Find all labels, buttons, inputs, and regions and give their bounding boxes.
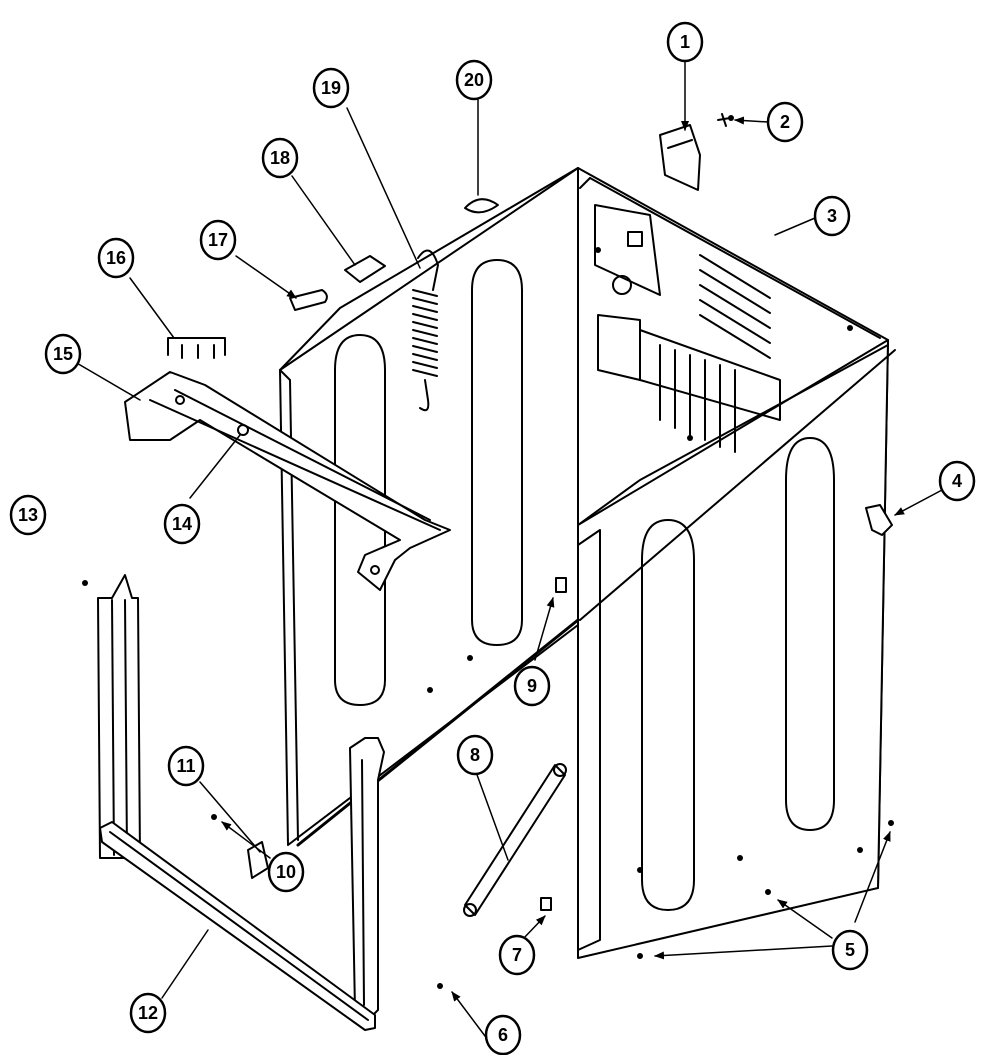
callout-number: 14 <box>172 514 192 534</box>
callout-number: 6 <box>498 1025 508 1045</box>
callout-number: 10 <box>276 862 296 882</box>
screw-group <box>82 115 894 989</box>
callout-number: 15 <box>53 344 73 364</box>
callout-3: 3 <box>813 195 851 237</box>
clip-17 <box>289 289 328 311</box>
callout-circle <box>312 67 350 109</box>
clip-20 <box>464 198 499 214</box>
callout-circle <box>97 237 135 279</box>
callout-number: 20 <box>464 70 484 90</box>
callout-circle <box>766 101 804 143</box>
callout-2: 2 <box>766 101 804 143</box>
callout-6: 6 <box>484 1014 522 1055</box>
callout-number: 5 <box>845 940 855 960</box>
cabinet <box>279 167 896 959</box>
leader-lines <box>74 57 943 1041</box>
callout-16: 16 <box>97 237 135 279</box>
callout-circle <box>163 503 201 545</box>
callout-circle <box>813 195 851 237</box>
callout-circle <box>456 734 494 776</box>
callout-circle <box>44 333 82 375</box>
callout-circle <box>167 745 205 787</box>
callout-number: 18 <box>270 148 290 168</box>
callout-circle <box>129 992 167 1034</box>
callout-circle <box>513 665 551 707</box>
callout-15: 15 <box>44 333 82 375</box>
callout-14: 14 <box>163 503 201 545</box>
callout-number: 1 <box>680 32 690 52</box>
callout-11: 11 <box>167 745 205 787</box>
top-brace <box>124 371 451 591</box>
callout-number: 7 <box>512 945 522 965</box>
bracket-1 <box>659 124 701 191</box>
callout-13: 13 <box>9 494 47 536</box>
callout-circle <box>267 851 305 893</box>
callout-number: 16 <box>106 248 126 268</box>
callout-number: 8 <box>470 745 480 765</box>
callout-number: 13 <box>18 505 38 525</box>
callout-number: 9 <box>527 676 537 696</box>
callout-10: 10 <box>267 851 305 893</box>
left-rail <box>97 574 141 859</box>
right-rail <box>349 737 385 1019</box>
callout-circle <box>666 21 704 63</box>
callout-8: 8 <box>456 734 494 776</box>
callout-number: 17 <box>208 230 228 250</box>
callout-7: 7 <box>498 934 536 976</box>
callout-9: 9 <box>513 665 551 707</box>
screw-2 <box>717 113 731 127</box>
clip-7 <box>540 897 552 911</box>
base-rail <box>99 821 376 1031</box>
callout-20: 20 <box>455 59 493 101</box>
callout-5: 5 <box>831 929 869 971</box>
callout-19: 19 <box>312 67 350 109</box>
bracket-16 <box>167 337 226 359</box>
callout-circle <box>455 59 493 101</box>
callout-number: 3 <box>827 206 837 226</box>
callout-circle <box>938 460 976 502</box>
callout-1: 1 <box>666 21 704 63</box>
bracket-9 <box>555 577 567 593</box>
callout-number: 19 <box>321 78 341 98</box>
callout-circle <box>9 494 47 536</box>
callout-number: 4 <box>952 471 962 491</box>
clip-4 <box>865 504 893 536</box>
clip-18 <box>344 255 386 283</box>
spring <box>412 249 439 412</box>
callout-number: 2 <box>780 112 790 132</box>
callout-circle <box>484 1014 522 1055</box>
callout-4: 4 <box>938 460 976 502</box>
callout-number: 12 <box>138 1003 158 1023</box>
strut <box>463 763 567 917</box>
callout-17: 17 <box>199 219 237 261</box>
callout-circle <box>831 929 869 971</box>
callout-circle <box>199 219 237 261</box>
callout-circle <box>498 934 536 976</box>
bracket-11 <box>247 841 269 879</box>
callout-12: 12 <box>129 992 167 1034</box>
callout-number: 11 <box>176 756 195 776</box>
callout-18: 18 <box>261 137 299 179</box>
callout-circle <box>261 137 299 179</box>
